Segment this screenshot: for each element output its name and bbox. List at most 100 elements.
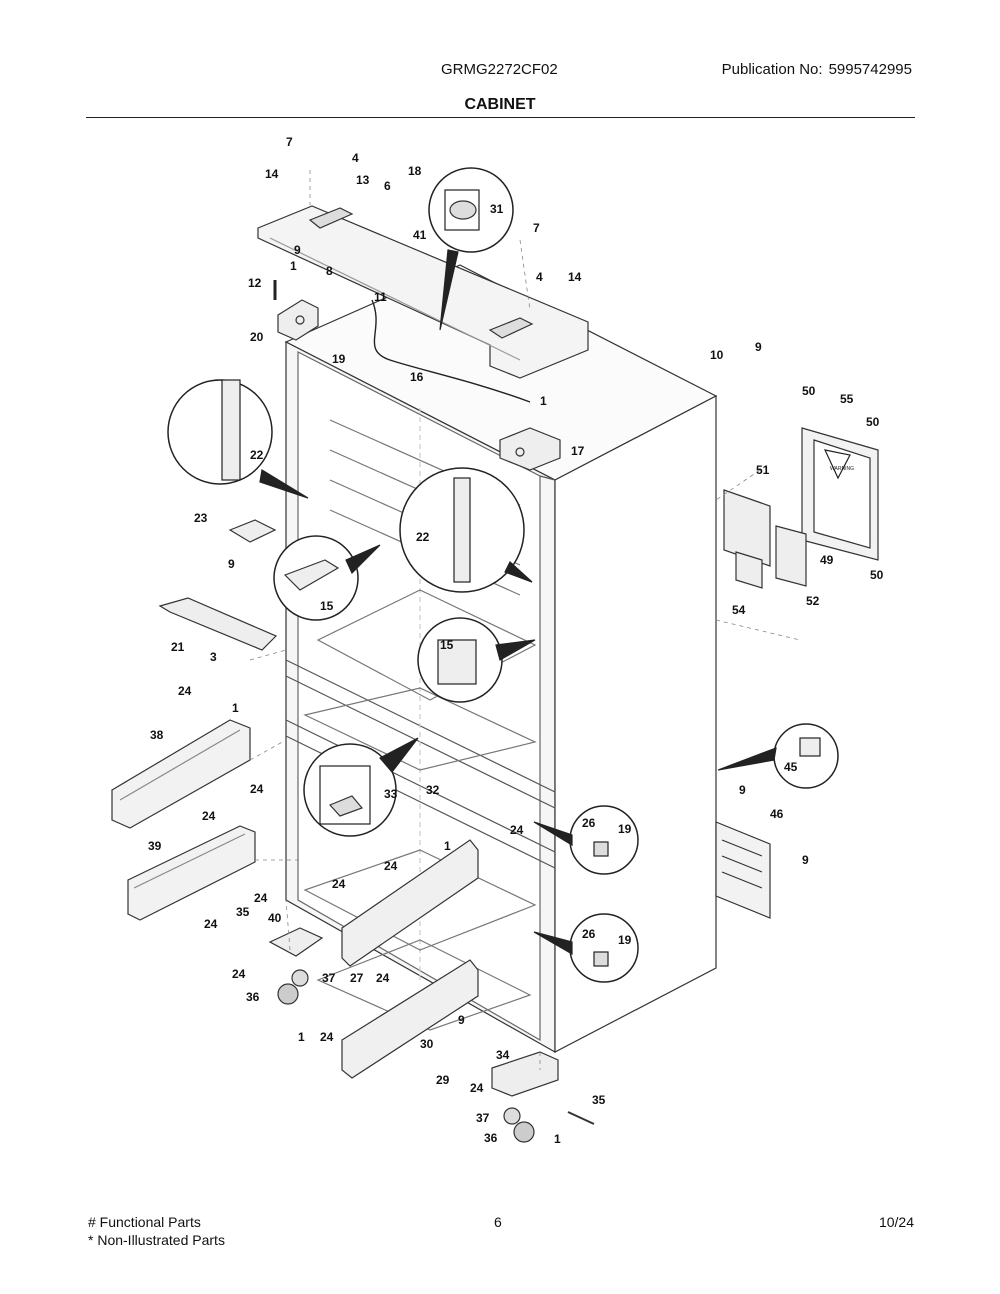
callout-1: 1 [290,259,297,273]
detail-circle-26-lower [533,913,639,983]
detail-circle-22-right [399,467,533,593]
callout-1: 1 [444,839,451,853]
functional-parts-note: # Functional Parts [88,1214,201,1230]
callout-4: 4 [352,151,359,165]
detail-circle-33 [303,737,419,837]
callout-12: 12 [248,276,262,290]
callout-24: 24 [320,1030,334,1044]
callout-24: 24 [384,859,398,873]
callout-21: 21 [171,640,185,654]
callout-23: 23 [194,511,208,525]
callout-20: 20 [250,330,264,344]
detail-circle-15-right [417,617,536,703]
callout-3: 3 [210,650,217,664]
callout-41: 41 [413,228,427,242]
callout-24: 24 [376,971,390,985]
callout-24: 24 [232,967,246,981]
callout-1: 1 [298,1030,305,1044]
callout-13: 13 [356,173,370,187]
callout-9: 9 [739,783,746,797]
callout-50: 50 [802,384,816,398]
callout-50: 50 [866,415,880,429]
callout-19: 19 [332,352,346,366]
callout-1: 1 [554,1132,561,1146]
callout-24: 24 [254,891,268,905]
callout-9: 9 [458,1013,465,1027]
detail-circle-45 [717,723,839,789]
callout-18: 18 [408,164,422,178]
model-number: GRMG2272CF02 [441,61,558,78]
callout-8: 8 [326,264,333,278]
callout-16: 16 [410,370,424,384]
callout-35: 35 [236,905,250,919]
revision-date: 10/24 [878,1214,914,1230]
callout-9: 9 [755,340,762,354]
callout-31: 31 [490,202,504,216]
callout-24: 24 [202,809,216,823]
compressor-cover [715,821,771,919]
callout-14: 14 [568,270,582,284]
callout-32: 32 [426,783,440,797]
callout-24: 24 [470,1081,484,1095]
callout-9: 9 [228,557,235,571]
detail-circle-22-left [167,379,309,499]
detail-circle-31 [428,167,514,331]
header-rule [86,117,915,118]
callout-4: 4 [536,270,543,284]
callout-55: 55 [840,392,854,406]
callout-9: 9 [802,853,809,867]
non-illustrated-parts-note: * Non-Illustrated Parts [88,1232,225,1248]
callout-34: 34 [496,1048,510,1062]
callout-15: 15 [320,599,334,613]
callout-29: 29 [436,1073,450,1087]
callout-50: 50 [870,568,884,582]
wire-harness [371,299,531,403]
callout-24: 24 [510,823,524,837]
callout-27: 27 [350,971,364,985]
callout-36: 36 [246,990,260,1004]
publication-value: 5995742995 [828,61,912,78]
callout-24: 24 [332,877,346,891]
callout-49: 49 [820,553,834,567]
callout-46: 46 [770,807,784,821]
callout-24: 24 [250,782,264,796]
callout-22: 22 [250,448,264,462]
rear-control-board: WARNING [723,427,879,589]
callout-51: 51 [756,463,770,477]
callout-6: 6 [384,179,391,193]
callout-1: 1 [540,394,547,408]
callout-14: 14 [265,167,279,181]
callout-37: 37 [322,971,336,985]
callout-7: 7 [533,221,540,235]
callout-19: 19 [618,822,632,836]
page-number: 6 [494,1214,502,1230]
callout-26: 26 [582,816,596,830]
publication-label: Publication No: [721,61,823,78]
callout-30: 30 [420,1037,434,1051]
left-side-parts [111,519,324,1005]
callout-15: 15 [440,638,454,652]
callout-39: 39 [148,839,162,853]
detail-circle-26-upper [533,805,639,875]
hinge-bottom-right [491,1051,595,1143]
detail-circle-15-left [273,535,381,621]
drawer-panels [341,839,479,1079]
callout-7: 7 [286,135,293,149]
callout-24: 24 [178,684,192,698]
warning-label: WARNING [830,466,854,472]
publication-number: Publication No: 5995742995 [722,61,912,78]
callout-54: 54 [732,603,746,617]
top-cover [257,205,589,379]
callout-35: 35 [592,1093,606,1107]
callout-33: 33 [384,787,398,801]
callout-19: 19 [618,933,632,947]
callout-17: 17 [571,444,585,458]
callout-36: 36 [484,1131,498,1145]
hinge-top-right [499,427,561,471]
callout-11: 11 [374,290,387,304]
hinge-top-left [273,280,319,341]
callout-9: 9 [294,243,301,257]
callout-40: 40 [268,911,282,925]
callout-1: 1 [232,701,239,715]
